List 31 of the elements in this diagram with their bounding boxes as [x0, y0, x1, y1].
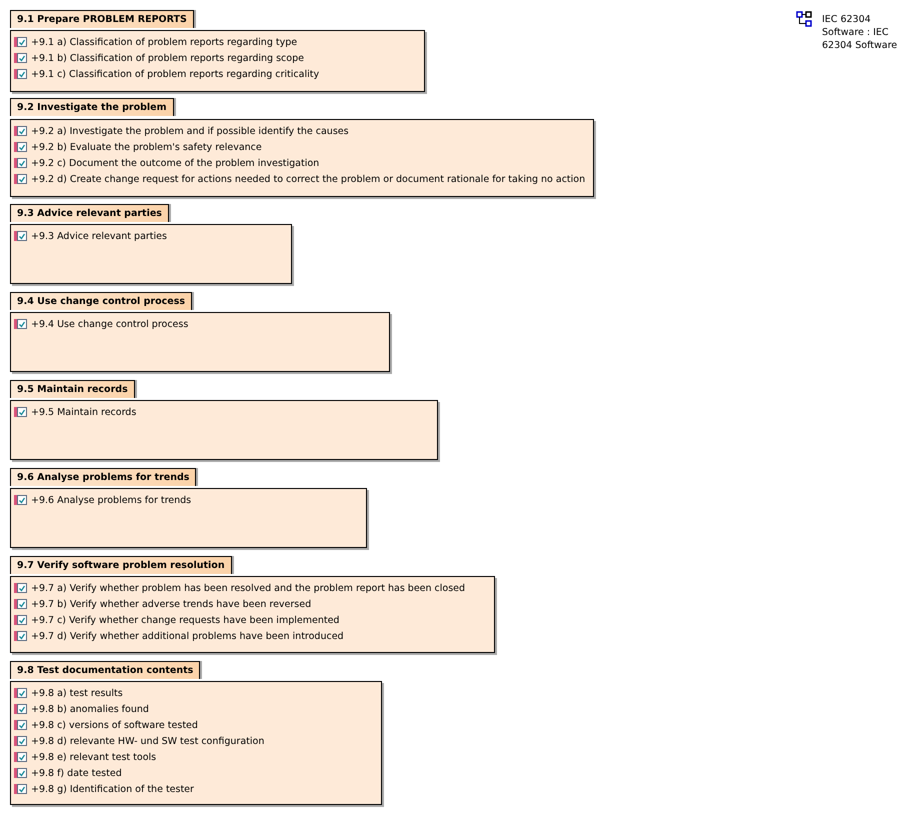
- package-tab: 9.1 Prepare PROBLEM REPORTS: [10, 10, 194, 28]
- requirement-item: +9.7 b) Verify whether adverse trends have been reversed: [31, 598, 312, 610]
- requirement-item: +9.8 e) relevant test tools: [31, 752, 156, 762]
- package-tab: 9.2 Investigate the problem: [10, 98, 174, 116]
- requirement-item: +9.8 a) test results: [31, 688, 123, 698]
- requirement-item: +9.2 a) Investigate the problem and if possible identify the causes: [31, 126, 349, 136]
- requirement-item: +9.8 c) versions of software tested: [31, 720, 198, 730]
- requirement-item: +9.8 b) anomalies found: [31, 704, 149, 714]
- requirement-item: +9.5 Maintain records: [31, 406, 136, 418]
- requirement-item: +9.2 b) Evaluate the problem's safety relevance: [31, 142, 262, 152]
- package-tab: 9.8 Test documentation contents: [10, 661, 200, 679]
- requirement-item: +9.4 Use change control process: [31, 318, 188, 330]
- requirement-item: +9.2 c) Document the outcome of the problem investigation: [31, 158, 320, 168]
- requirement-item: +9.2 d) Create change request for actions needed to correct the problem or document rationale for taking no action: [31, 174, 586, 184]
- requirement-item: +9.8 d) relevante HW- und SW test configuration: [31, 736, 264, 746]
- package-tab: 9.6 Analyse problems for trends: [10, 468, 196, 486]
- requirement-item: +9.7 d) Verify whether additional problems have been introduced: [31, 630, 344, 642]
- package-reference-label: IEC 62304 Software : IEC 62304 Software: [822, 13, 898, 52]
- package-tab: 9.5 Maintain records: [10, 380, 135, 398]
- requirement-item: +9.1 c) Classification of problem reports regarding criticality: [31, 68, 320, 80]
- package-tab: 9.4 Use change control process: [10, 292, 192, 310]
- requirement-item: +9.7 a) Verify whether problem has been resolved and the problem report has been closed: [31, 582, 466, 594]
- package-tab: 9.7 Verify software problem resolution: [10, 556, 232, 574]
- requirement-item: +9.1 b) Classification of problem reports regarding scope: [31, 52, 304, 64]
- requirement-item: +9.8 g) Identification of the tester: [31, 784, 194, 794]
- requirement-item: +9.8 f) date tested: [31, 768, 122, 778]
- requirement-item: +9.6 Analyse problems for trends: [31, 494, 192, 506]
- requirement-item: +9.1 a) Classification of problem reports regarding type: [31, 36, 298, 48]
- requirement-item: +9.7 c) Verify whether change requests have been implemented: [31, 614, 340, 626]
- package-tab: 9.3 Advice relevant parties: [10, 204, 169, 222]
- requirement-item: +9.3 Advice relevant parties: [31, 230, 167, 242]
